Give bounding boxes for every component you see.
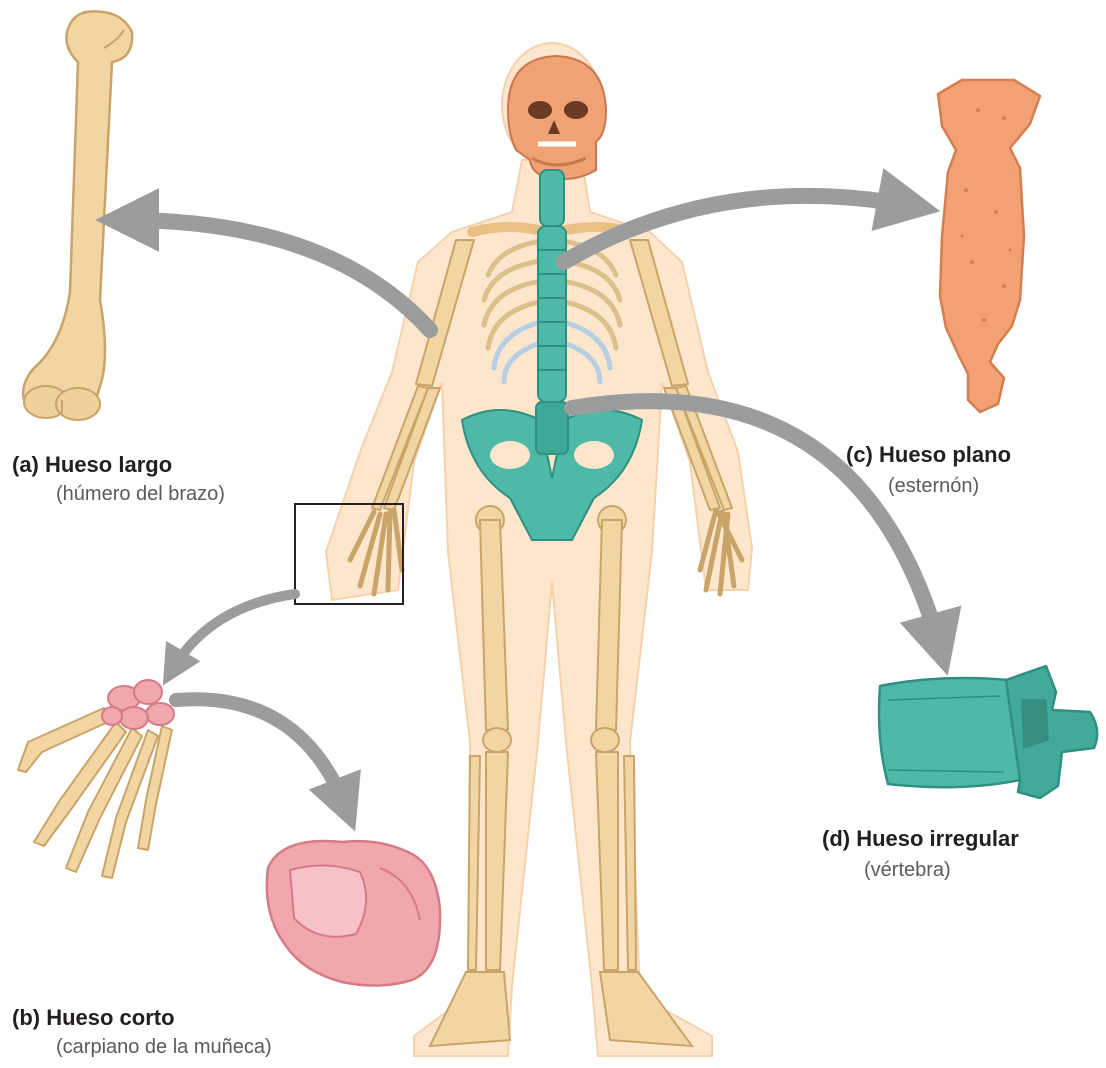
caption-long-bone-subtitle: (húmero del brazo): [12, 482, 225, 506]
arrow-to-carpal: [176, 699, 346, 808]
carpal-bone-icon: [267, 841, 440, 986]
caption-irregular-bone: (d) Hueso irregular (vértebra): [822, 826, 1019, 882]
arrow-to-humerus: [124, 220, 430, 330]
caption-short-bone-subtitle: (carpiano de la muñeca): [12, 1035, 272, 1059]
foot-bones: [430, 972, 692, 1046]
caption-flat-bone-title: (c) Hueso plano: [846, 442, 1011, 468]
caption-long-bone: (a) Hueso largo (húmero del brazo): [12, 452, 225, 506]
caption-long-bone-title: (a) Hueso largo: [12, 452, 225, 478]
cervical-spine: [540, 170, 564, 226]
humerus-icon: [23, 11, 132, 420]
caption-flat-bone-subtitle: (esternón): [846, 474, 1011, 498]
arrow-to-hand: [172, 594, 295, 670]
caption-irregular-bone-subtitle: (vértebra): [822, 858, 1019, 882]
caption-short-bone-title: (b) Hueso corto: [12, 1005, 272, 1031]
caption-short-bone: (b) Hueso corto (carpiano de la muñeca): [12, 1005, 272, 1059]
caption-irregular-bone-title: (d) Hueso irregular: [822, 826, 1019, 852]
carpal-cluster: [102, 680, 174, 729]
sternum-icon: [938, 80, 1040, 412]
hand-bones-icon: [18, 680, 174, 878]
vertebra-icon: [879, 666, 1097, 798]
vertebral-column: [538, 226, 566, 402]
caption-flat-bone: (c) Hueso plano (esternón): [846, 442, 1011, 498]
